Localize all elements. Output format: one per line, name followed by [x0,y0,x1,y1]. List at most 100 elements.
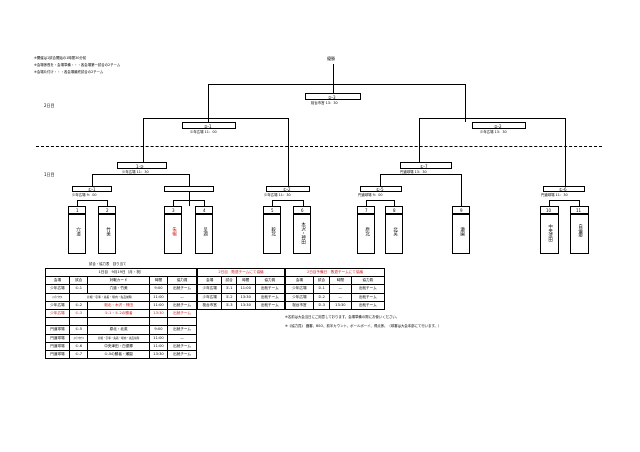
team7-num-box: 7 [357,206,375,214]
team2-num-box: 2 [98,206,116,214]
day-divider [36,146,602,147]
team6-num: 6 [301,208,304,213]
cell: 13:30 [235,300,256,310]
cell: ｽﾄﾗｲｸｱｳﾄ [45,292,70,302]
team9-num-box: 9 [452,206,470,214]
final-line [333,64,334,94]
cell: — [329,292,352,302]
semi1-code: ②-1 [204,123,212,129]
col-header: 会場 [285,276,314,286]
team9-box: 瀬園 [452,214,470,254]
t8-stem [394,200,395,206]
team4-num-box: 4 [195,206,213,214]
team11-name: 白優郷 [577,224,583,238]
cell: ②-1 [221,284,237,294]
col-header: 対戦カード [87,276,150,286]
cell: ②-3 [312,300,331,310]
r2a-venue: 少年広場 11：30 [122,170,149,174]
final-box: ②-3 [305,93,361,100]
t11-stem [579,200,580,206]
r1-5-venue: 円道球場 9：00 [358,193,383,197]
semi2-code: ②-2 [494,123,502,129]
r2a-code: 1-③ [136,163,144,169]
r1-6-box: ①-6 [543,186,585,192]
team4-name: 呈湖 [202,227,208,236]
col-header: 試合 [68,276,89,286]
final-venue: 桜台市営 13：30 [311,101,338,105]
cell: 出就チーム [167,284,197,294]
r1-6-code: ①-6 [559,187,567,192]
semi1-stem [208,84,209,122]
team11-box: 白優郷 [570,214,589,254]
cell: 円道球場 [45,333,70,343]
semi2-box: ②-2 [472,122,526,129]
team3-box: 朱暢 [164,214,182,254]
r1-1-branch [77,200,108,201]
r1-1-code: ①-1 [88,187,96,192]
r1-5-branch [366,200,395,201]
cell: ①-3 [68,308,89,319]
t2-stem [107,200,108,206]
r1-2-branch [272,200,304,201]
note-2: ※会場係長を・会場準備・・・各会場第一試合の2チーム [34,63,121,67]
day2-header: 2日目 敗退チームにて協議 [197,267,285,278]
r2b-venue: 円道球場 13：30 [400,170,427,174]
r1-2-venue: 少年広場 11：30 [264,193,291,197]
cell: 13:30 [148,308,169,319]
team1-box: 穴道 [68,214,86,254]
team9-stem [461,174,462,206]
team6-num-box: 6 [293,206,311,214]
cell: ①-1 [68,284,89,294]
team9-name: 瀬園 [459,227,465,236]
footnote-1: ※名前は大会当日にご用意しております。会場準備の際にお使いください。 [285,315,400,319]
r2b-box: ①-7 [400,162,452,169]
final-code: ②-3 [328,94,336,100]
t10-stem [549,200,550,206]
cell: 円道球場 [45,349,70,360]
r2b-code: ①-7 [420,163,428,169]
cell: 11:00 [148,300,169,310]
r2a-box: 1-③ [117,162,167,169]
semi2-venue: 少年広場 13：30 [480,130,507,134]
cell: 穴道・竹美 [87,284,150,294]
cell: 少年広場 [285,292,314,302]
cell: ①-2 [68,300,89,310]
team7-box: 原北 [357,214,375,254]
t4-stem [204,200,205,206]
semi2-branch [419,118,565,119]
cell: — [167,292,197,302]
team5-name: 毅北 [270,227,276,236]
team7-num: 7 [365,208,368,213]
col-header: 協力員 [167,276,197,286]
t3-stem [173,200,174,206]
team2-box: 竹美 [98,214,116,254]
team10-name: 中央津田 [547,224,553,242]
r1-6-stem [565,118,566,186]
cell: 出就チーム [167,300,197,310]
cell: 出就チーム [254,300,286,310]
col-header: 協力員 [350,276,386,286]
cell: 出就チーム [350,284,386,294]
cell: 9:00 [148,284,169,294]
cell: ①-7 [68,349,89,360]
cell: 11:00 [148,333,169,343]
cell: 片端・引率・先着・場内・先乱前時 [87,333,150,343]
cell: 少年広場 [196,292,223,302]
r1-5-code: ①-5 [376,187,384,192]
t6-stem [303,200,304,206]
semi1-venue: 少年広場 11：00 [190,130,217,134]
note-1: ※開催は1試合開始の1時間30分前 [34,56,87,60]
t5-stem [272,200,273,206]
cell: 中央津田・白優郷 [87,341,150,351]
cell: ｽﾄﾗｲｸｱｳﾄ [68,333,89,343]
r1-2-code: ①-2 [283,187,291,192]
cell: 13:30 [235,292,256,302]
cell: 11:00 [148,292,169,302]
team2-num: 2 [106,208,109,213]
team3-name: 朱暢 [171,227,177,236]
r1-6-branch [549,200,580,201]
